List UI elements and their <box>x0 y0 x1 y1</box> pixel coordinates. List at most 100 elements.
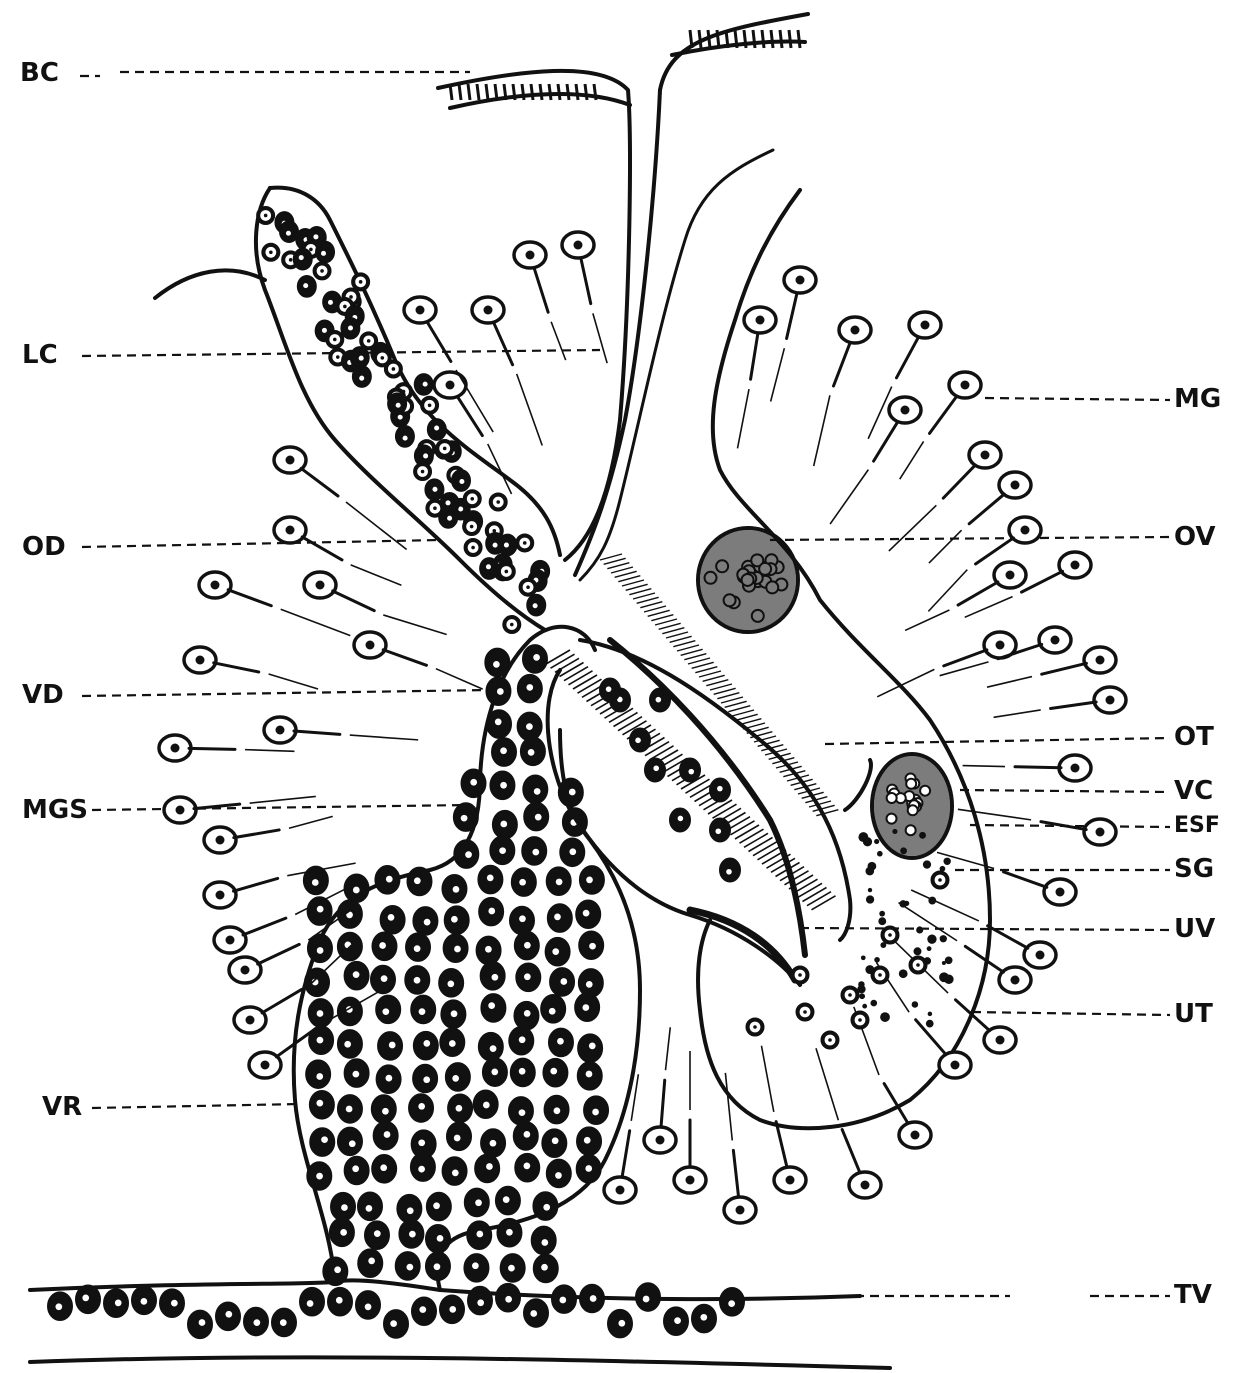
gland-duct-ray <box>738 389 750 448</box>
ot-hatch-line <box>735 825 759 839</box>
gland-cell-nucleus <box>1021 526 1030 535</box>
gland-duct-ray <box>816 1048 838 1120</box>
tv-cell-nucleus <box>449 1306 456 1313</box>
vr-cell-nucleus <box>381 975 388 982</box>
leader-vd <box>82 690 490 696</box>
granule <box>892 829 897 834</box>
vr-cell-nucleus <box>495 718 502 725</box>
gland-duct-ray <box>269 674 318 689</box>
gland-cell-nucleus <box>1106 696 1115 705</box>
vr-cell-nucleus <box>447 980 454 987</box>
vr-cell-nucleus <box>475 1199 482 1206</box>
leader-mgs <box>92 805 470 810</box>
vr-cell-nucleus <box>353 887 360 894</box>
gland-duct-ray <box>963 766 1005 767</box>
gland-cell-nucleus <box>736 1206 745 1215</box>
granule <box>923 860 931 868</box>
vr-cell-nucleus <box>592 1109 599 1116</box>
gland-cell-tail <box>234 830 279 838</box>
gland-cell-tail <box>458 397 483 436</box>
gland-ducts <box>245 313 1041 1140</box>
gland-duct-ray <box>928 570 967 612</box>
ot-cell-nucleus <box>653 765 659 771</box>
ot-hatch-line <box>622 580 644 586</box>
vr-cell-nucleus <box>344 1041 351 1048</box>
ot-hatch-line <box>758 846 782 860</box>
vr-cell-nucleus <box>585 1165 592 1172</box>
gland-cell-tail <box>842 1130 860 1173</box>
gland-cell <box>944 632 1016 666</box>
gland-cell-nucleus <box>276 726 285 735</box>
gland-cell-nucleus <box>686 1176 695 1185</box>
vr-cell-nucleus <box>524 973 531 980</box>
gland-cell-tail <box>243 918 286 935</box>
gland-cell-nucleus <box>574 241 583 250</box>
gland-cell <box>834 317 871 386</box>
granule <box>866 895 874 903</box>
ot-hatch-line <box>699 671 721 677</box>
bc-hatch-line <box>468 84 470 100</box>
gland-cell-nucleus <box>241 966 250 975</box>
gland-duct-ray <box>771 348 785 401</box>
granule <box>904 901 909 906</box>
vr-cell-nucleus <box>519 1036 526 1043</box>
gland-duct-ray <box>965 597 1013 618</box>
tv-cell-nucleus <box>477 1299 484 1306</box>
gland-cell-nucleus <box>1051 636 1060 645</box>
bc-hatch-line <box>753 30 755 48</box>
granule <box>879 911 885 917</box>
lc-cell-nucleus <box>396 403 401 408</box>
ot-hatch-line <box>681 649 703 655</box>
vr-cell-nucleus <box>423 1040 430 1047</box>
vr-cell-nucleus <box>386 1075 393 1082</box>
bc-hatch-line <box>486 84 488 100</box>
ot-hatch-line <box>618 576 640 582</box>
gland-cell <box>958 562 1026 605</box>
vr-cell-nucleus <box>541 1264 548 1271</box>
vr-cell-nucleus <box>317 906 324 913</box>
bc-hatch-line <box>771 30 773 48</box>
vr-cell-nucleus <box>334 1266 341 1273</box>
vr-cell-nucleus <box>550 1068 557 1075</box>
gland-cell-nucleus <box>861 1181 870 1190</box>
vr-cell-nucleus <box>549 1008 556 1015</box>
gland-cell-tail <box>976 538 1014 564</box>
bc-hatch-line <box>576 84 578 100</box>
lc-cell-dot <box>526 585 530 589</box>
bc-hatch-line <box>726 30 728 48</box>
vr-cell-nucleus <box>384 1131 391 1138</box>
vr-cell-nucleus <box>586 877 593 884</box>
gland-duct-ray <box>899 903 958 941</box>
gland-cell <box>1021 552 1091 592</box>
vr-cell-nucleus <box>452 1075 459 1082</box>
gland-cell-tail <box>494 323 513 365</box>
ot-hatch-line <box>807 892 831 906</box>
label-bc: BC <box>20 60 59 86</box>
gland-cell <box>304 572 374 611</box>
ot-hatch-line <box>637 597 659 603</box>
gland-cell-tail <box>622 1131 629 1176</box>
gland-cell-tail <box>302 537 342 560</box>
lc-cell-dot <box>381 356 385 360</box>
lc-cell-dot <box>269 250 273 254</box>
gland-duct-ray <box>436 669 483 689</box>
vr-cell-nucleus <box>497 688 504 695</box>
ot-hatch-line <box>743 723 765 729</box>
vr-cell-nucleus <box>418 1166 425 1173</box>
gland-duct-ray <box>383 615 446 635</box>
gland-cell-tail <box>661 1080 665 1126</box>
leader-od <box>82 540 440 547</box>
bc-hatch-line <box>594 84 596 100</box>
vr-cell-nucleus <box>524 1131 531 1138</box>
gland-cell <box>916 1020 971 1078</box>
granule <box>928 897 936 905</box>
gland-cell <box>274 517 342 560</box>
vr-cell-nucleus <box>380 1164 387 1171</box>
gland-cell-nucleus <box>796 276 805 285</box>
vr-cell-nucleus <box>386 876 393 883</box>
gland-cell-nucleus <box>656 1136 665 1145</box>
gland-cell <box>604 1131 636 1203</box>
gland-cell <box>674 1120 706 1193</box>
lc-cell-nucleus <box>459 479 464 484</box>
label-sg: SG <box>1174 856 1214 882</box>
